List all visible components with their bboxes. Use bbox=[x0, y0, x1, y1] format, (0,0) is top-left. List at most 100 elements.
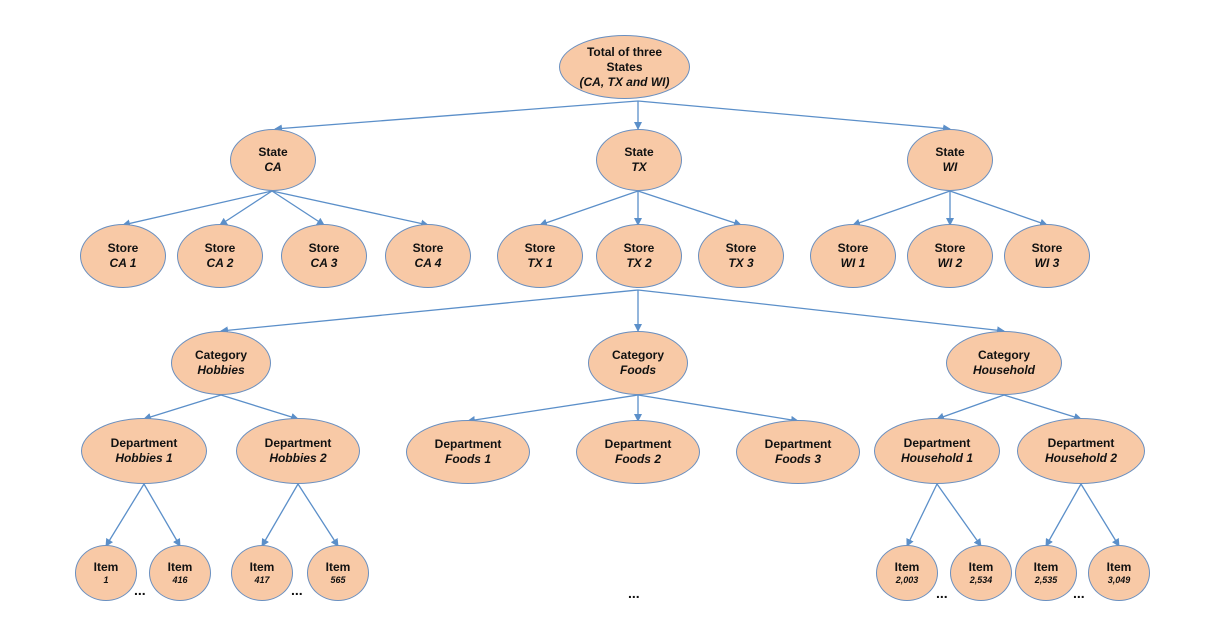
ellipsis-hobbies-1: ... bbox=[134, 582, 146, 598]
edge-foods-dept-3 bbox=[637, 394, 799, 424]
node-label: Item bbox=[1033, 559, 1059, 574]
node-item-2003: Item 2,003 bbox=[876, 545, 938, 601]
edge-household2-item-3049 bbox=[1080, 483, 1120, 547]
node-store-wi1: Store WI 1 bbox=[810, 224, 896, 288]
node-store-ca2: Store CA 2 bbox=[177, 224, 263, 288]
node-store-wi2: Store WI 2 bbox=[907, 224, 993, 288]
node-item-2535: Item 2,535 bbox=[1015, 545, 1077, 601]
edge-tx-store-tx3 bbox=[637, 190, 742, 227]
node-sublabel: 1 bbox=[103, 574, 109, 585]
node-label: Item bbox=[93, 559, 119, 574]
node-label: Category bbox=[977, 348, 1030, 362]
node-label: Total of three bbox=[586, 44, 663, 59]
edge-ca-store-ca2 bbox=[219, 190, 273, 226]
node-label: Item bbox=[249, 559, 275, 574]
node-sublabel: 417 bbox=[254, 574, 270, 585]
node-item-416: Item 416 bbox=[149, 545, 211, 601]
edge-root-state-ca bbox=[274, 100, 639, 133]
node-total-three-states: Total of three States (CA, TX and WI) bbox=[559, 35, 690, 99]
edge-household1-item-2003 bbox=[906, 483, 938, 547]
node-sublabel: WI bbox=[942, 160, 958, 174]
edge-root-state-wi bbox=[637, 100, 951, 133]
edge-hobbies-dept-1 bbox=[143, 394, 222, 421]
node-label: State bbox=[624, 145, 654, 159]
ellipsis-hobbies-2: ... bbox=[291, 582, 303, 598]
node-state-ca: State CA bbox=[230, 129, 316, 191]
node-label: Department bbox=[264, 436, 332, 450]
node-label: Item bbox=[1106, 559, 1132, 574]
edge-household1-item-2534 bbox=[936, 483, 982, 547]
node-label: Item bbox=[894, 559, 920, 574]
node-label: Store bbox=[107, 241, 139, 255]
node-category-hobbies: Category Hobbies bbox=[171, 331, 271, 395]
node-label: Store bbox=[308, 241, 340, 255]
node-state-wi: State WI bbox=[907, 129, 993, 191]
node-item-417: Item 417 bbox=[231, 545, 293, 601]
node-sublabel: Foods bbox=[620, 363, 656, 377]
node-sublabel: WI 1 bbox=[840, 256, 866, 270]
edge-ca-store-ca3 bbox=[271, 190, 325, 226]
ellipsis-foods: ... bbox=[628, 585, 640, 601]
edge-tx2-category-household bbox=[637, 289, 1005, 335]
node-category-household: Category Household bbox=[946, 331, 1062, 395]
node-label: Store bbox=[204, 241, 236, 255]
edge-hobbies2-item-417 bbox=[261, 483, 299, 547]
node-department-household-1: Department Household 1 bbox=[874, 418, 1000, 484]
ellipsis-household-2: ... bbox=[1073, 585, 1085, 601]
node-label: State bbox=[935, 145, 965, 159]
node-label: Store bbox=[1031, 241, 1063, 255]
edge-wi-store-wi3 bbox=[949, 190, 1048, 227]
edge-tx2-category-hobbies bbox=[220, 289, 639, 335]
node-label: Department bbox=[604, 437, 672, 451]
node-sublabel: 3,049 bbox=[1107, 574, 1131, 585]
node-sublabel: Hobbies 2 bbox=[269, 451, 327, 465]
node-store-tx3: Store TX 3 bbox=[698, 224, 784, 288]
ellipsis-household-1: ... bbox=[936, 585, 948, 601]
node-label: States bbox=[606, 59, 643, 74]
node-sublabel: 416 bbox=[172, 574, 188, 585]
node-label: Category bbox=[611, 348, 664, 362]
node-label: Store bbox=[934, 241, 966, 255]
node-sublabel: Household 1 bbox=[900, 451, 973, 465]
node-sublabel: Hobbies bbox=[197, 363, 245, 377]
edge-tx-store-tx1 bbox=[539, 190, 639, 227]
node-sublabel: (CA, TX and WI) bbox=[579, 74, 670, 89]
node-sublabel: CA 2 bbox=[206, 256, 234, 270]
node-sublabel: WI 3 bbox=[1034, 256, 1060, 270]
node-sublabel: WI 2 bbox=[937, 256, 963, 270]
node-department-hobbies-2: Department Hobbies 2 bbox=[236, 418, 360, 484]
node-sublabel: Foods 3 bbox=[774, 452, 821, 466]
node-sublabel: TX 3 bbox=[728, 256, 754, 270]
node-department-foods-1: Department Foods 1 bbox=[406, 420, 530, 484]
edge-foods-dept-1 bbox=[467, 394, 639, 424]
edge-hobbies-dept-2 bbox=[220, 394, 299, 421]
node-label: Store bbox=[837, 241, 869, 255]
node-label: Department bbox=[434, 437, 502, 451]
node-item-1: Item 1 bbox=[75, 545, 137, 601]
edge-hobbies1-item-416 bbox=[143, 483, 181, 547]
node-label: Store bbox=[412, 241, 444, 255]
node-sublabel: CA 4 bbox=[414, 256, 442, 270]
node-label: Department bbox=[903, 436, 971, 450]
edge-ca-store-ca1 bbox=[122, 190, 273, 228]
node-store-ca3: Store CA 3 bbox=[281, 224, 367, 288]
node-label: Store bbox=[623, 241, 655, 255]
node-sublabel: 565 bbox=[330, 574, 346, 585]
node-department-hobbies-1: Department Hobbies 1 bbox=[81, 418, 207, 484]
node-sublabel: 2,003 bbox=[895, 574, 919, 585]
node-label: Category bbox=[194, 348, 247, 362]
node-sublabel: Household 2 bbox=[1044, 451, 1117, 465]
node-sublabel: CA 3 bbox=[310, 256, 338, 270]
node-store-tx1: Store TX 1 bbox=[497, 224, 583, 288]
node-sublabel: TX 2 bbox=[626, 256, 652, 270]
node-sublabel: Hobbies 1 bbox=[115, 451, 173, 465]
edge-household-dept-2 bbox=[1003, 394, 1082, 421]
node-sublabel: TX bbox=[631, 160, 647, 174]
node-sublabel: CA bbox=[264, 160, 282, 174]
node-department-household-2: Department Household 2 bbox=[1017, 418, 1145, 484]
node-label: Item bbox=[325, 559, 351, 574]
node-label: Store bbox=[725, 241, 757, 255]
node-item-2534: Item 2,534 bbox=[950, 545, 1012, 601]
